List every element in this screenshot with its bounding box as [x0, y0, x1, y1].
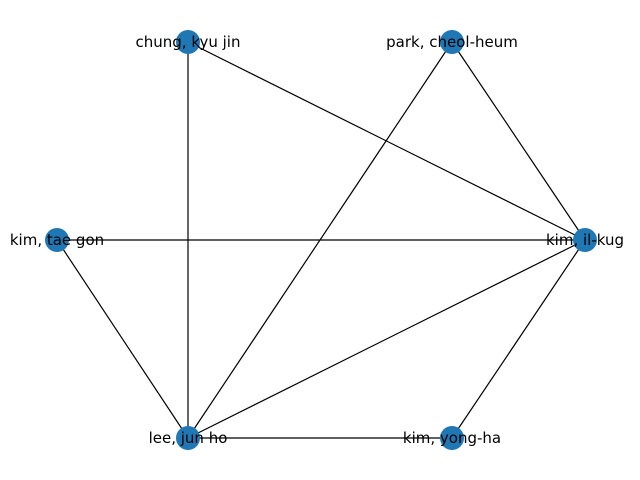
- node-label-park: park, cheol-heum: [386, 33, 518, 51]
- node-layer: [45, 30, 597, 450]
- edge-park-kim_ik: [451, 41, 586, 241]
- label-layer: chung, kyu jin park, cheol-heum kim, tae g…: [10, 33, 624, 447]
- node-kim_tg: [45, 228, 69, 252]
- edge-kim_ik-kim_yh: [451, 239, 586, 439]
- edge-layer: [56, 41, 586, 439]
- edge-kim_tg-lee: [56, 239, 189, 439]
- node-kim_yh: [440, 426, 464, 450]
- edge-lee-kim_ik: [187, 239, 586, 439]
- node-park: [440, 30, 464, 54]
- node-label-lee: lee, jun ho: [149, 429, 228, 447]
- node-label-kim_tg: kim, tae gon: [10, 231, 104, 249]
- node-label-chung: chung, kyu jin: [136, 33, 241, 51]
- node-kim_ik: [573, 228, 597, 252]
- node-lee: [176, 426, 200, 450]
- node-chung: [176, 30, 200, 54]
- node-label-kim_yh: kim, yong-ha: [403, 429, 501, 447]
- node-label-kim_ik: kim, il-kug: [546, 231, 624, 249]
